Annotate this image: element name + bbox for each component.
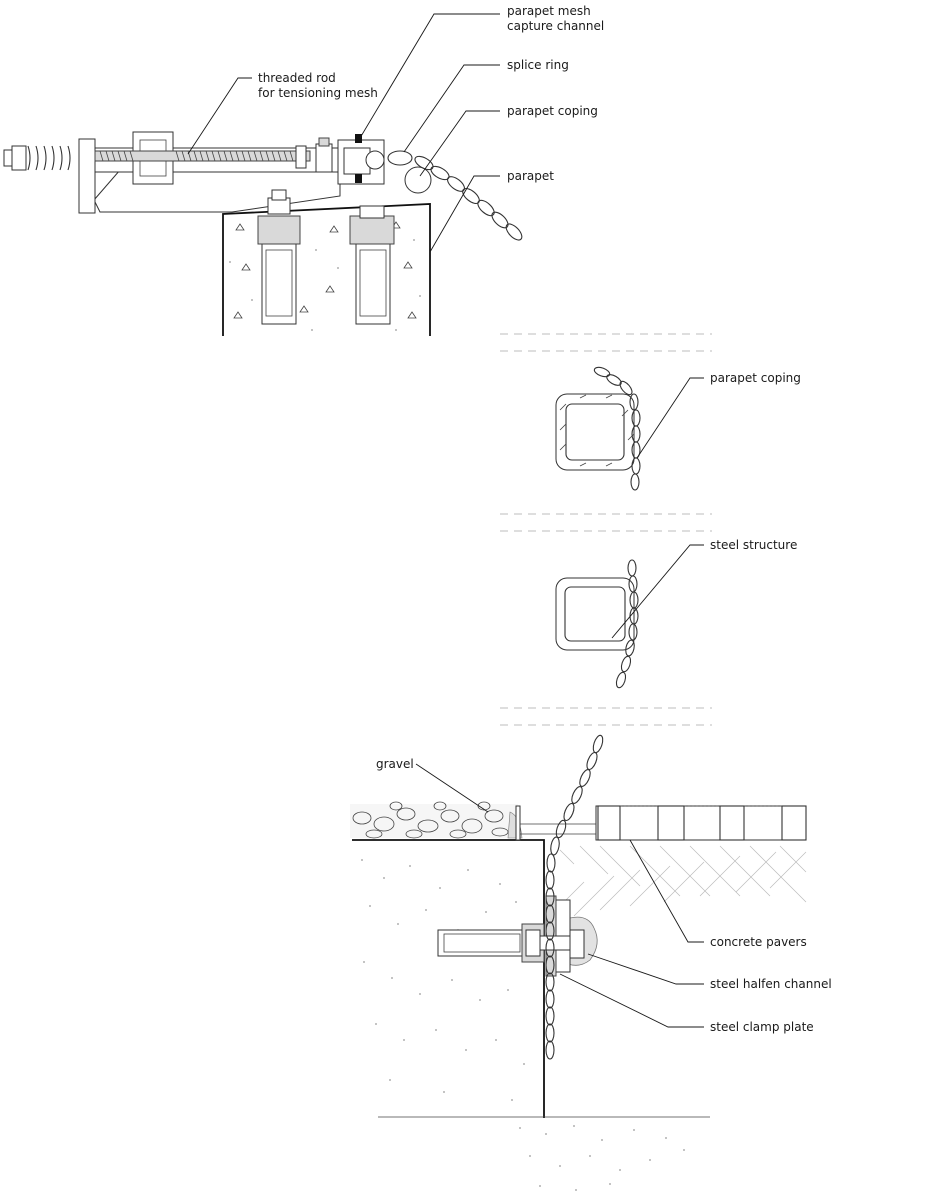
label-steel-structure: steel structure bbox=[710, 538, 797, 552]
coping-section-detail: parapet coping bbox=[555, 366, 801, 491]
mesh-chain-top bbox=[414, 155, 523, 241]
parapet-anchor-left bbox=[257, 189, 301, 325]
gravel-layer bbox=[350, 801, 523, 841]
mesh-chain-bottom bbox=[545, 734, 604, 1060]
concrete-pavers bbox=[595, 805, 807, 841]
earth-stipple bbox=[519, 1125, 685, 1191]
parapet-wall-outline bbox=[222, 203, 431, 336]
coping-tube-outer bbox=[555, 393, 635, 471]
leader-gravel bbox=[415, 763, 489, 813]
leader-parapet-coping-mid bbox=[636, 377, 704, 459]
label-gravel: gravel bbox=[376, 757, 414, 771]
steel-structure-section-detail: steel structure bbox=[555, 538, 797, 689]
leader-splice-ring bbox=[403, 64, 500, 153]
concrete-block bbox=[352, 840, 544, 1118]
leader-parapet bbox=[429, 175, 500, 253]
parapet-anchor-right bbox=[349, 205, 395, 325]
parapet-wall bbox=[223, 204, 430, 336]
parapet-stipple bbox=[229, 239, 421, 331]
label-concrete-pavers: concrete pavers bbox=[710, 935, 807, 949]
threaded-rod bbox=[94, 150, 311, 162]
label-steel-clamp-plate: steel clamp plate bbox=[710, 1020, 814, 1034]
section-break-lines bbox=[500, 333, 712, 726]
halfen-channel-assembly bbox=[539, 895, 598, 977]
label-parapet-mesh-2: capture channel bbox=[507, 19, 604, 33]
mesh-chain-mid-2 bbox=[615, 559, 639, 689]
coping-tube-inner bbox=[565, 403, 625, 461]
ground-anchor bbox=[437, 923, 545, 963]
leader-steel-structure bbox=[611, 544, 704, 639]
label-parapet-coping-mid: parapet coping bbox=[710, 371, 801, 385]
steel-tube-inner bbox=[564, 586, 626, 642]
rod-nut-1 bbox=[295, 145, 307, 169]
rod-nut-2 bbox=[315, 143, 333, 173]
mesh-capture-channel bbox=[337, 134, 385, 185]
label-parapet-coping-top: parapet coping bbox=[507, 104, 598, 118]
label-steel-halfen-channel: steel halfen channel bbox=[710, 977, 832, 991]
parapet-coping-profile bbox=[404, 166, 432, 194]
label-parapet-mesh-1: parapet mesh bbox=[507, 4, 591, 18]
ground-anchorage-detail: gravel concrete pavers steel halfen chan… bbox=[350, 734, 832, 1191]
steel-tube-outer bbox=[555, 577, 635, 651]
paver-subbase-hatch bbox=[559, 845, 807, 917]
leader-concrete-pavers bbox=[629, 839, 704, 943]
leader-parapet-mesh bbox=[359, 13, 500, 139]
parapet-tension-detail: parapet mesh capture channel threaded ro… bbox=[3, 4, 604, 336]
label-threaded-rod-1: threaded rod bbox=[258, 71, 336, 85]
label-threaded-rod-2: for tensioning mesh bbox=[258, 86, 378, 100]
label-splice-ring: splice ring bbox=[507, 58, 569, 72]
splice-ring bbox=[387, 150, 413, 166]
rod-nut-3 bbox=[318, 137, 330, 147]
coping-tube-hatch bbox=[559, 394, 635, 467]
leader-steel-clamp-plate bbox=[559, 973, 704, 1028]
tension-spring bbox=[3, 145, 71, 171]
concrete-stipple bbox=[361, 859, 525, 1101]
leader-threaded-rod bbox=[187, 77, 252, 155]
leader-steel-halfen-channel bbox=[587, 953, 704, 985]
bracket-end-plate bbox=[78, 138, 96, 214]
leader-parapet-coping-top bbox=[419, 110, 500, 177]
mesh-chain-mid-1 bbox=[593, 366, 641, 491]
label-parapet: parapet bbox=[507, 169, 554, 183]
rod-threads bbox=[99, 150, 294, 162]
gravel-edge-strip bbox=[520, 823, 596, 835]
concrete-block-outline bbox=[352, 839, 545, 1118]
